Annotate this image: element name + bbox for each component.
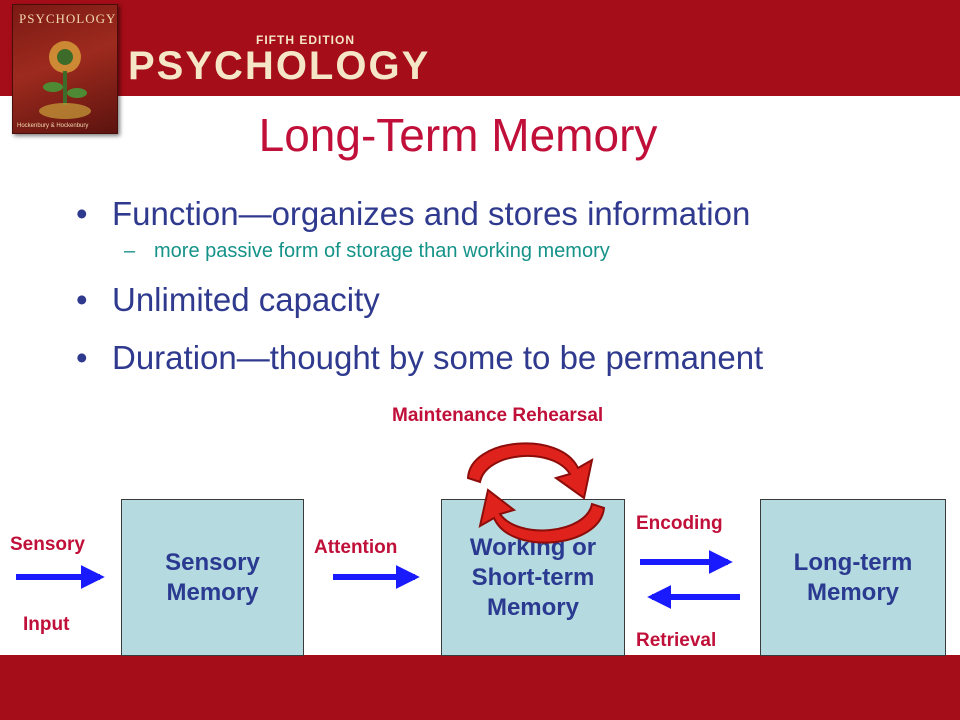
bullet-capacity: • Unlimited capacity xyxy=(76,278,936,322)
long-term-memory-text: Long-term Memory xyxy=(793,548,913,606)
working-memory-text: Working or Short-term Memory xyxy=(469,533,597,621)
sensory-label: Sensory xyxy=(10,534,85,555)
sensory-memory-box: Sensory Memory xyxy=(121,499,304,656)
header-band xyxy=(0,0,960,96)
encoding-label: Encoding xyxy=(636,513,723,534)
input-label: Input xyxy=(23,614,70,635)
bullet-function-text: Function—organizes and stores informatio… xyxy=(112,195,751,232)
bullet-duration: • Duration—thought by some to be permane… xyxy=(76,336,936,380)
sub-bullet-dash: – xyxy=(124,240,136,262)
bullet-dot: • xyxy=(76,339,88,376)
maintenance-rehearsal-label: Maintenance Rehearsal xyxy=(392,405,604,426)
book-cover-image: PSYCHOLOGY Hockenbury & Hockenbury xyxy=(12,4,118,134)
bullet-dot: • xyxy=(76,281,88,318)
edition-label: FIFTH EDITION xyxy=(256,33,355,47)
retrieval-label: Retrieval xyxy=(636,630,717,651)
bullet-function: • Function—organizes and stores informat… xyxy=(76,192,936,236)
flower-illustration-icon xyxy=(39,41,91,119)
bullet-duration-text: Duration—thought by some to be permanent xyxy=(112,339,764,376)
sub-bullet-passive: – more passive form of storage than work… xyxy=(76,238,936,264)
cover-title: PSYCHOLOGY xyxy=(19,11,117,26)
slide-title: Long-Term Memory xyxy=(258,109,658,161)
sub-bullet-passive-text: more passive form of storage than workin… xyxy=(154,240,610,262)
bullet-dot: • xyxy=(76,195,88,232)
bullet-capacity-text: Unlimited capacity xyxy=(112,281,380,318)
long-term-memory-box: Long-term Memory xyxy=(760,499,946,656)
working-memory-box: Working or Short-term Memory xyxy=(441,499,625,656)
sensory-memory-text: Sensory Memory xyxy=(165,548,260,606)
book-title: PSYCHOLOGY xyxy=(128,44,431,88)
footer-band xyxy=(0,655,960,720)
attention-label: Attention xyxy=(314,537,398,558)
cover-authors: Hockenbury & Hockenbury xyxy=(17,123,89,129)
bullet-list: • Function—organizes and stores informat… xyxy=(76,192,936,380)
